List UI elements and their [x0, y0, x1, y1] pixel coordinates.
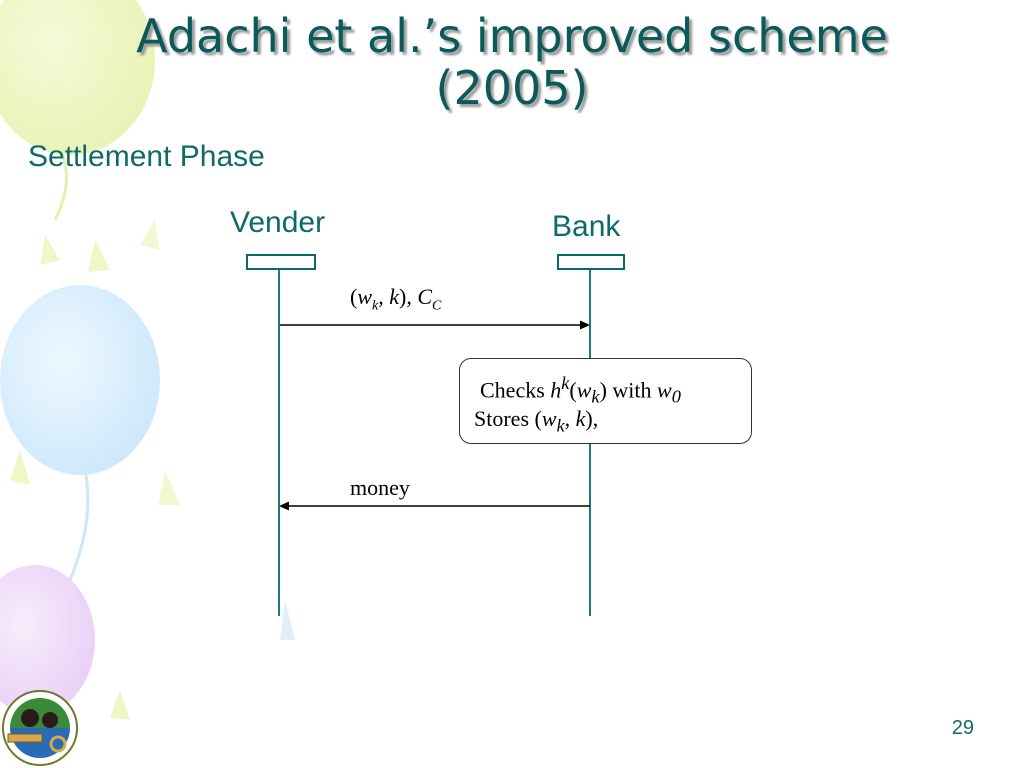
msg1-k: k — [389, 284, 399, 309]
check-w-sub: k — [591, 386, 600, 407]
arrowhead-right — [580, 320, 590, 330]
bank-box — [557, 254, 625, 270]
hash-sup-k: k — [561, 373, 570, 393]
slide-title: Adachi et al.’s improved scheme (2005) — [0, 10, 1024, 114]
process-line-checks: Checks hk(wk) with w0 — [480, 373, 681, 407]
w0: w — [657, 377, 672, 403]
msg1-k-sub: k — [372, 298, 379, 314]
msg1-w: w — [357, 284, 373, 309]
vender-lifeline — [278, 270, 280, 616]
message-wk-k-cc: (wk, k), CC — [350, 284, 442, 314]
checks-text: Checks — [480, 377, 545, 403]
msg1-c-sub: C — [432, 298, 442, 314]
arrowhead-left — [279, 501, 289, 511]
vender-label: Vender — [230, 206, 326, 239]
logo-icon — [2, 690, 78, 766]
message-money: money — [350, 475, 410, 500]
vender-box — [246, 254, 316, 270]
title-line-2: (2005) — [435, 61, 589, 115]
store-w-sub: k — [556, 415, 565, 436]
with-text: with — [612, 377, 652, 403]
hash-h: h — [550, 377, 562, 403]
w0-sub: 0 — [671, 386, 681, 407]
check-w: w — [576, 377, 592, 403]
bank-label: Bank — [552, 210, 621, 243]
page-number: 29 — [951, 717, 974, 739]
bank-process-box: Checks hk(wk) with w0 Stores (wk, k), — [459, 358, 752, 444]
process-line-stores: Stores (wk, k), — [474, 406, 599, 436]
section-subtitle: Settlement Phase — [28, 140, 265, 173]
store-w: w — [541, 406, 557, 431]
title-line-1: Adachi et al.’s improved scheme — [136, 9, 888, 63]
store-k: k — [575, 406, 586, 431]
msg1-c: C — [417, 284, 433, 309]
stores-text: Stores — [474, 406, 529, 431]
